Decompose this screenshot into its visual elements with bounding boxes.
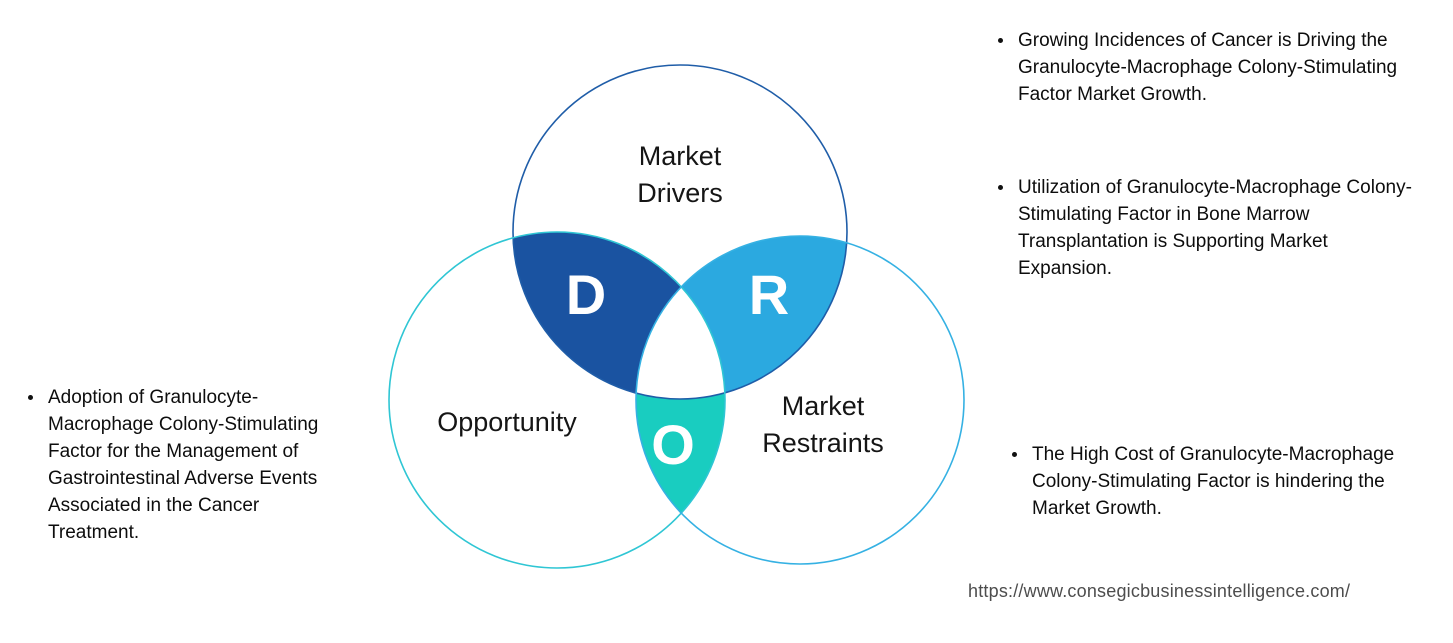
source-url: https://www.consegicbusinessintelligence… [968, 581, 1351, 601]
restraints-circle [635, 235, 965, 565]
opportunity-circle [388, 231, 726, 569]
drivers-opportunity-overlap [513, 232, 725, 399]
opportunity-note: Adoption of Granulocyte-Macrophage Colon… [28, 384, 328, 546]
drivers-circle [512, 64, 848, 400]
note-text: The High Cost of Granulocyte-Macrophage … [1032, 444, 1395, 519]
drivers-restraints-overlap [636, 236, 847, 399]
note-text: Growing Incidences of Cancer is Driving … [1018, 30, 1398, 105]
note-text: Adoption of Granulocyte-Macrophage Colon… [48, 387, 319, 543]
restraint-note: The High Cost of Granulocyte-Macrophage … [1012, 441, 1404, 522]
opportunity-label: Opportunity [437, 407, 577, 437]
bullet-dot [28, 395, 33, 400]
drivers-label: Market Drivers [637, 141, 723, 208]
note-text: Utilization of Granulocyte-Macrophage Co… [1018, 177, 1412, 279]
restraints-letter: R [748, 263, 790, 326]
opportunity-letter: O [651, 413, 695, 476]
restraints-label: Market Restraints [762, 391, 884, 458]
driver-note-1: Growing Incidences of Cancer is Driving … [998, 27, 1420, 108]
driver-note-2: Utilization of Granulocyte-Macrophage Co… [998, 174, 1420, 282]
drivers-letter: D [565, 263, 607, 326]
bullet-dot [1012, 452, 1017, 457]
bullet-dot [998, 38, 1003, 43]
bullet-dot [998, 185, 1003, 190]
